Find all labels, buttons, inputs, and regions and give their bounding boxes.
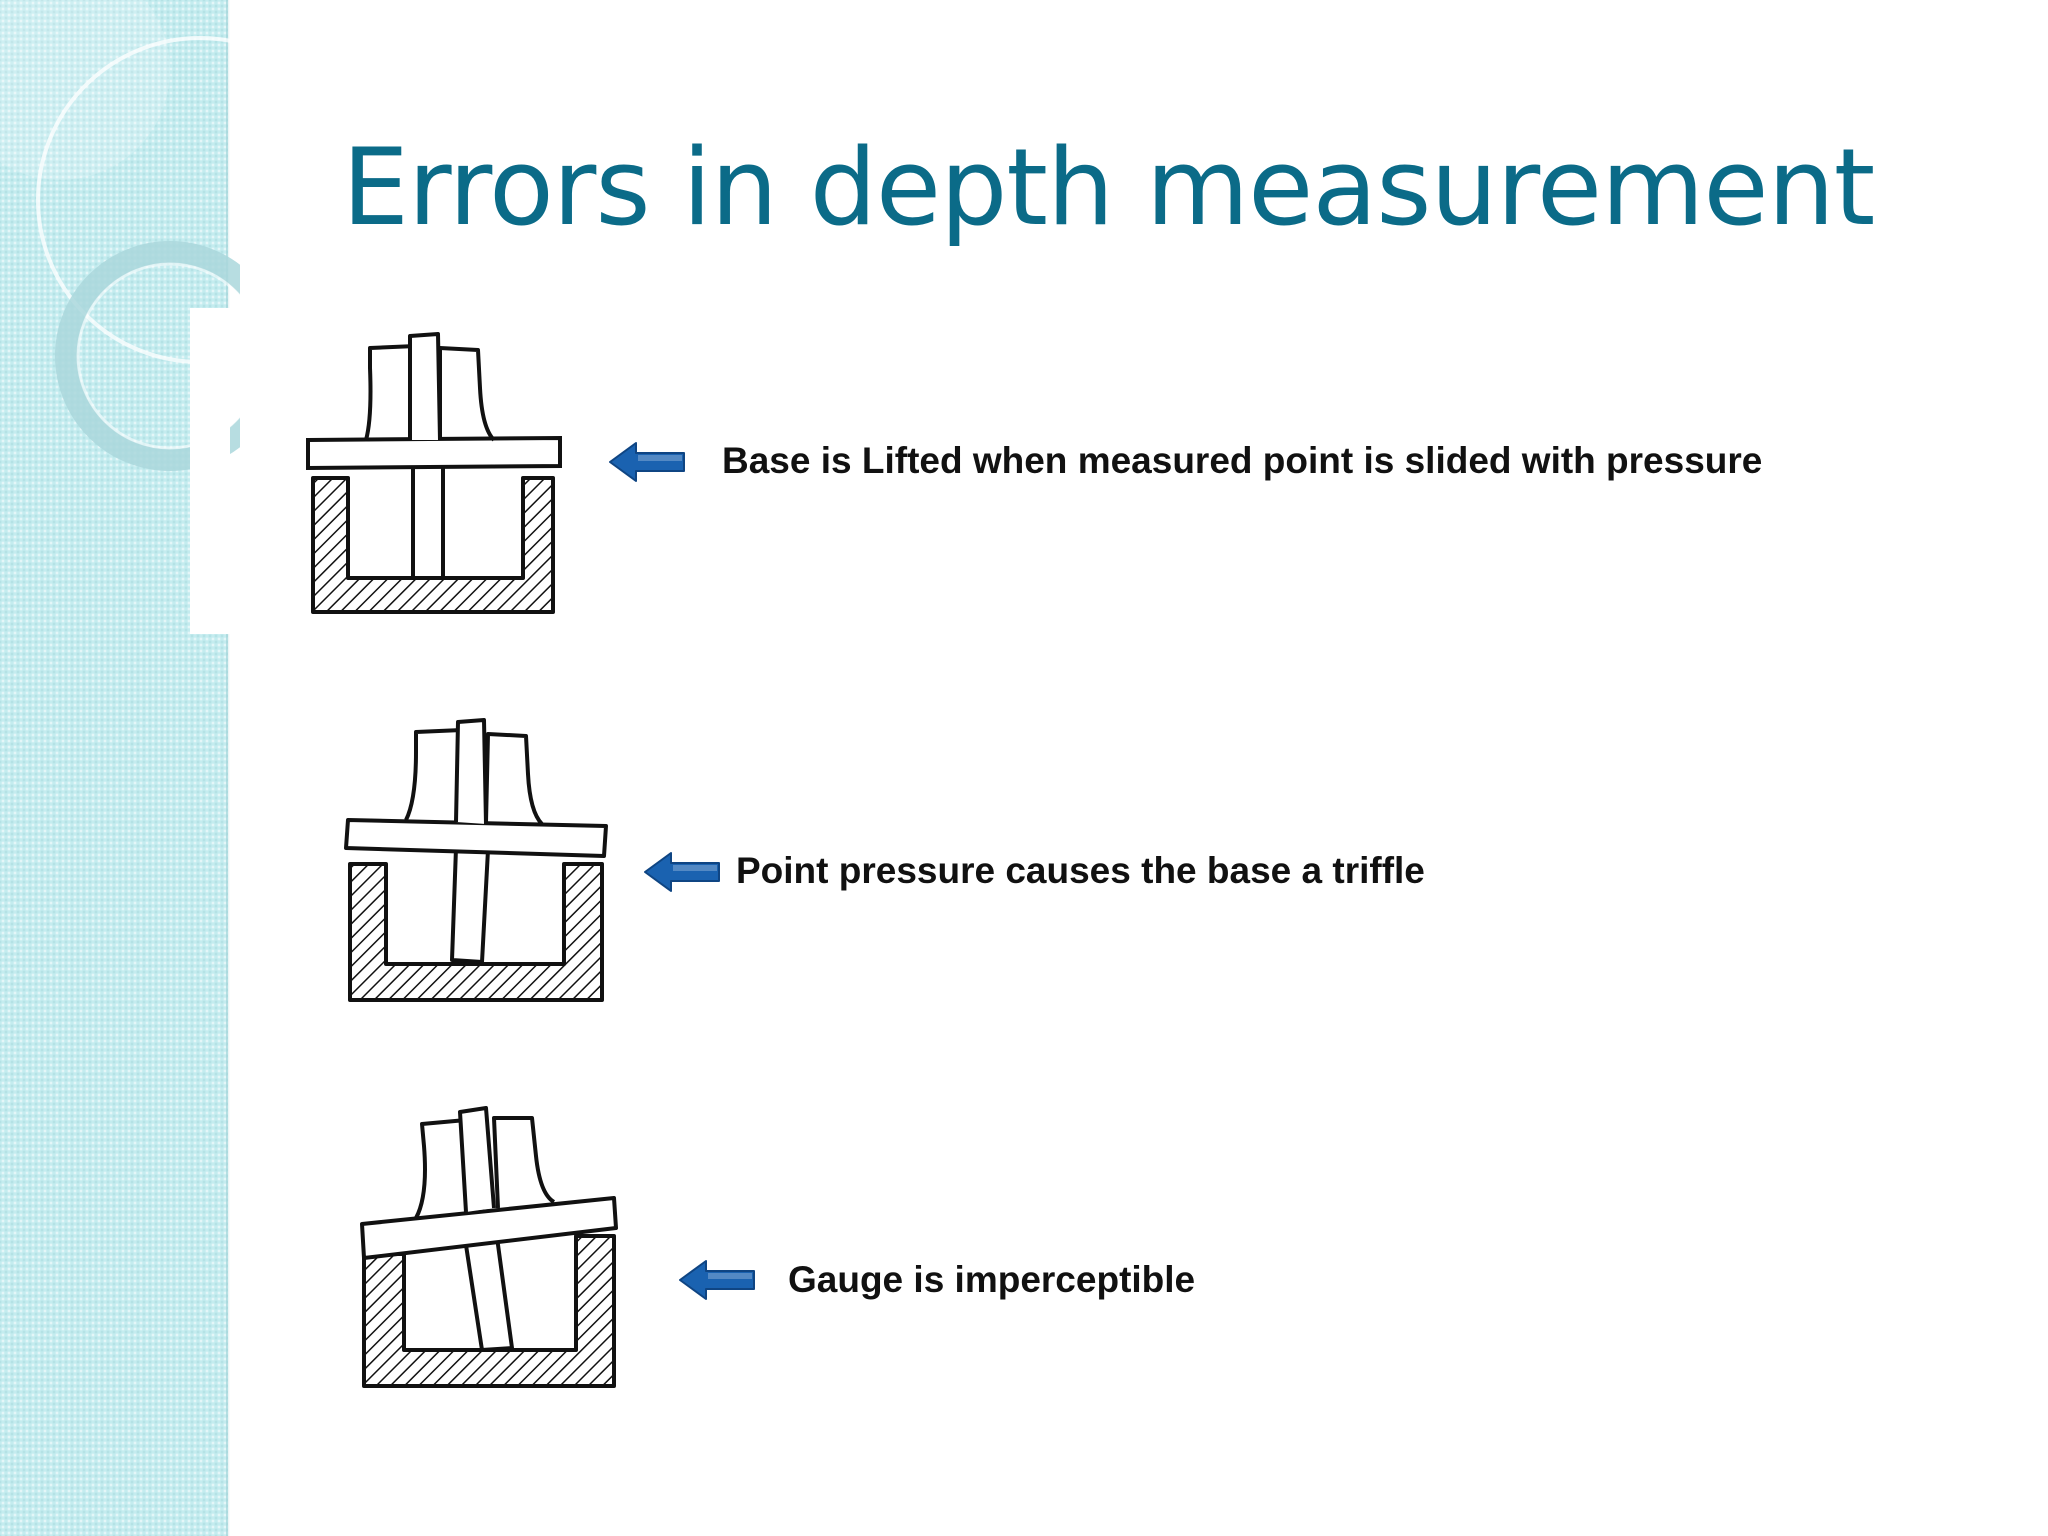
- caption-point-pressure: Point pressure causes the base a triffle: [736, 850, 1425, 891]
- side-band-edge: [226, 0, 230, 1536]
- depth-gauge-figure-3: [360, 1106, 618, 1388]
- caption-gauge-imperceptible: Gauge is imperceptible: [788, 1259, 1196, 1300]
- left-arrow-icon: [609, 442, 685, 482]
- left-arrow-icon: [644, 852, 720, 892]
- slide-title: Errors in depth measurement: [342, 126, 1875, 249]
- side-band-texture: [0, 0, 228, 1536]
- diagram-panel: [190, 308, 230, 634]
- left-arrow-icon: [679, 1260, 755, 1300]
- depth-gauge-figure-1: [306, 332, 562, 614]
- depth-gauge-figure-2: [344, 718, 608, 1002]
- caption-base-lifted: Base is Lifted when measured point is sl…: [722, 440, 1763, 481]
